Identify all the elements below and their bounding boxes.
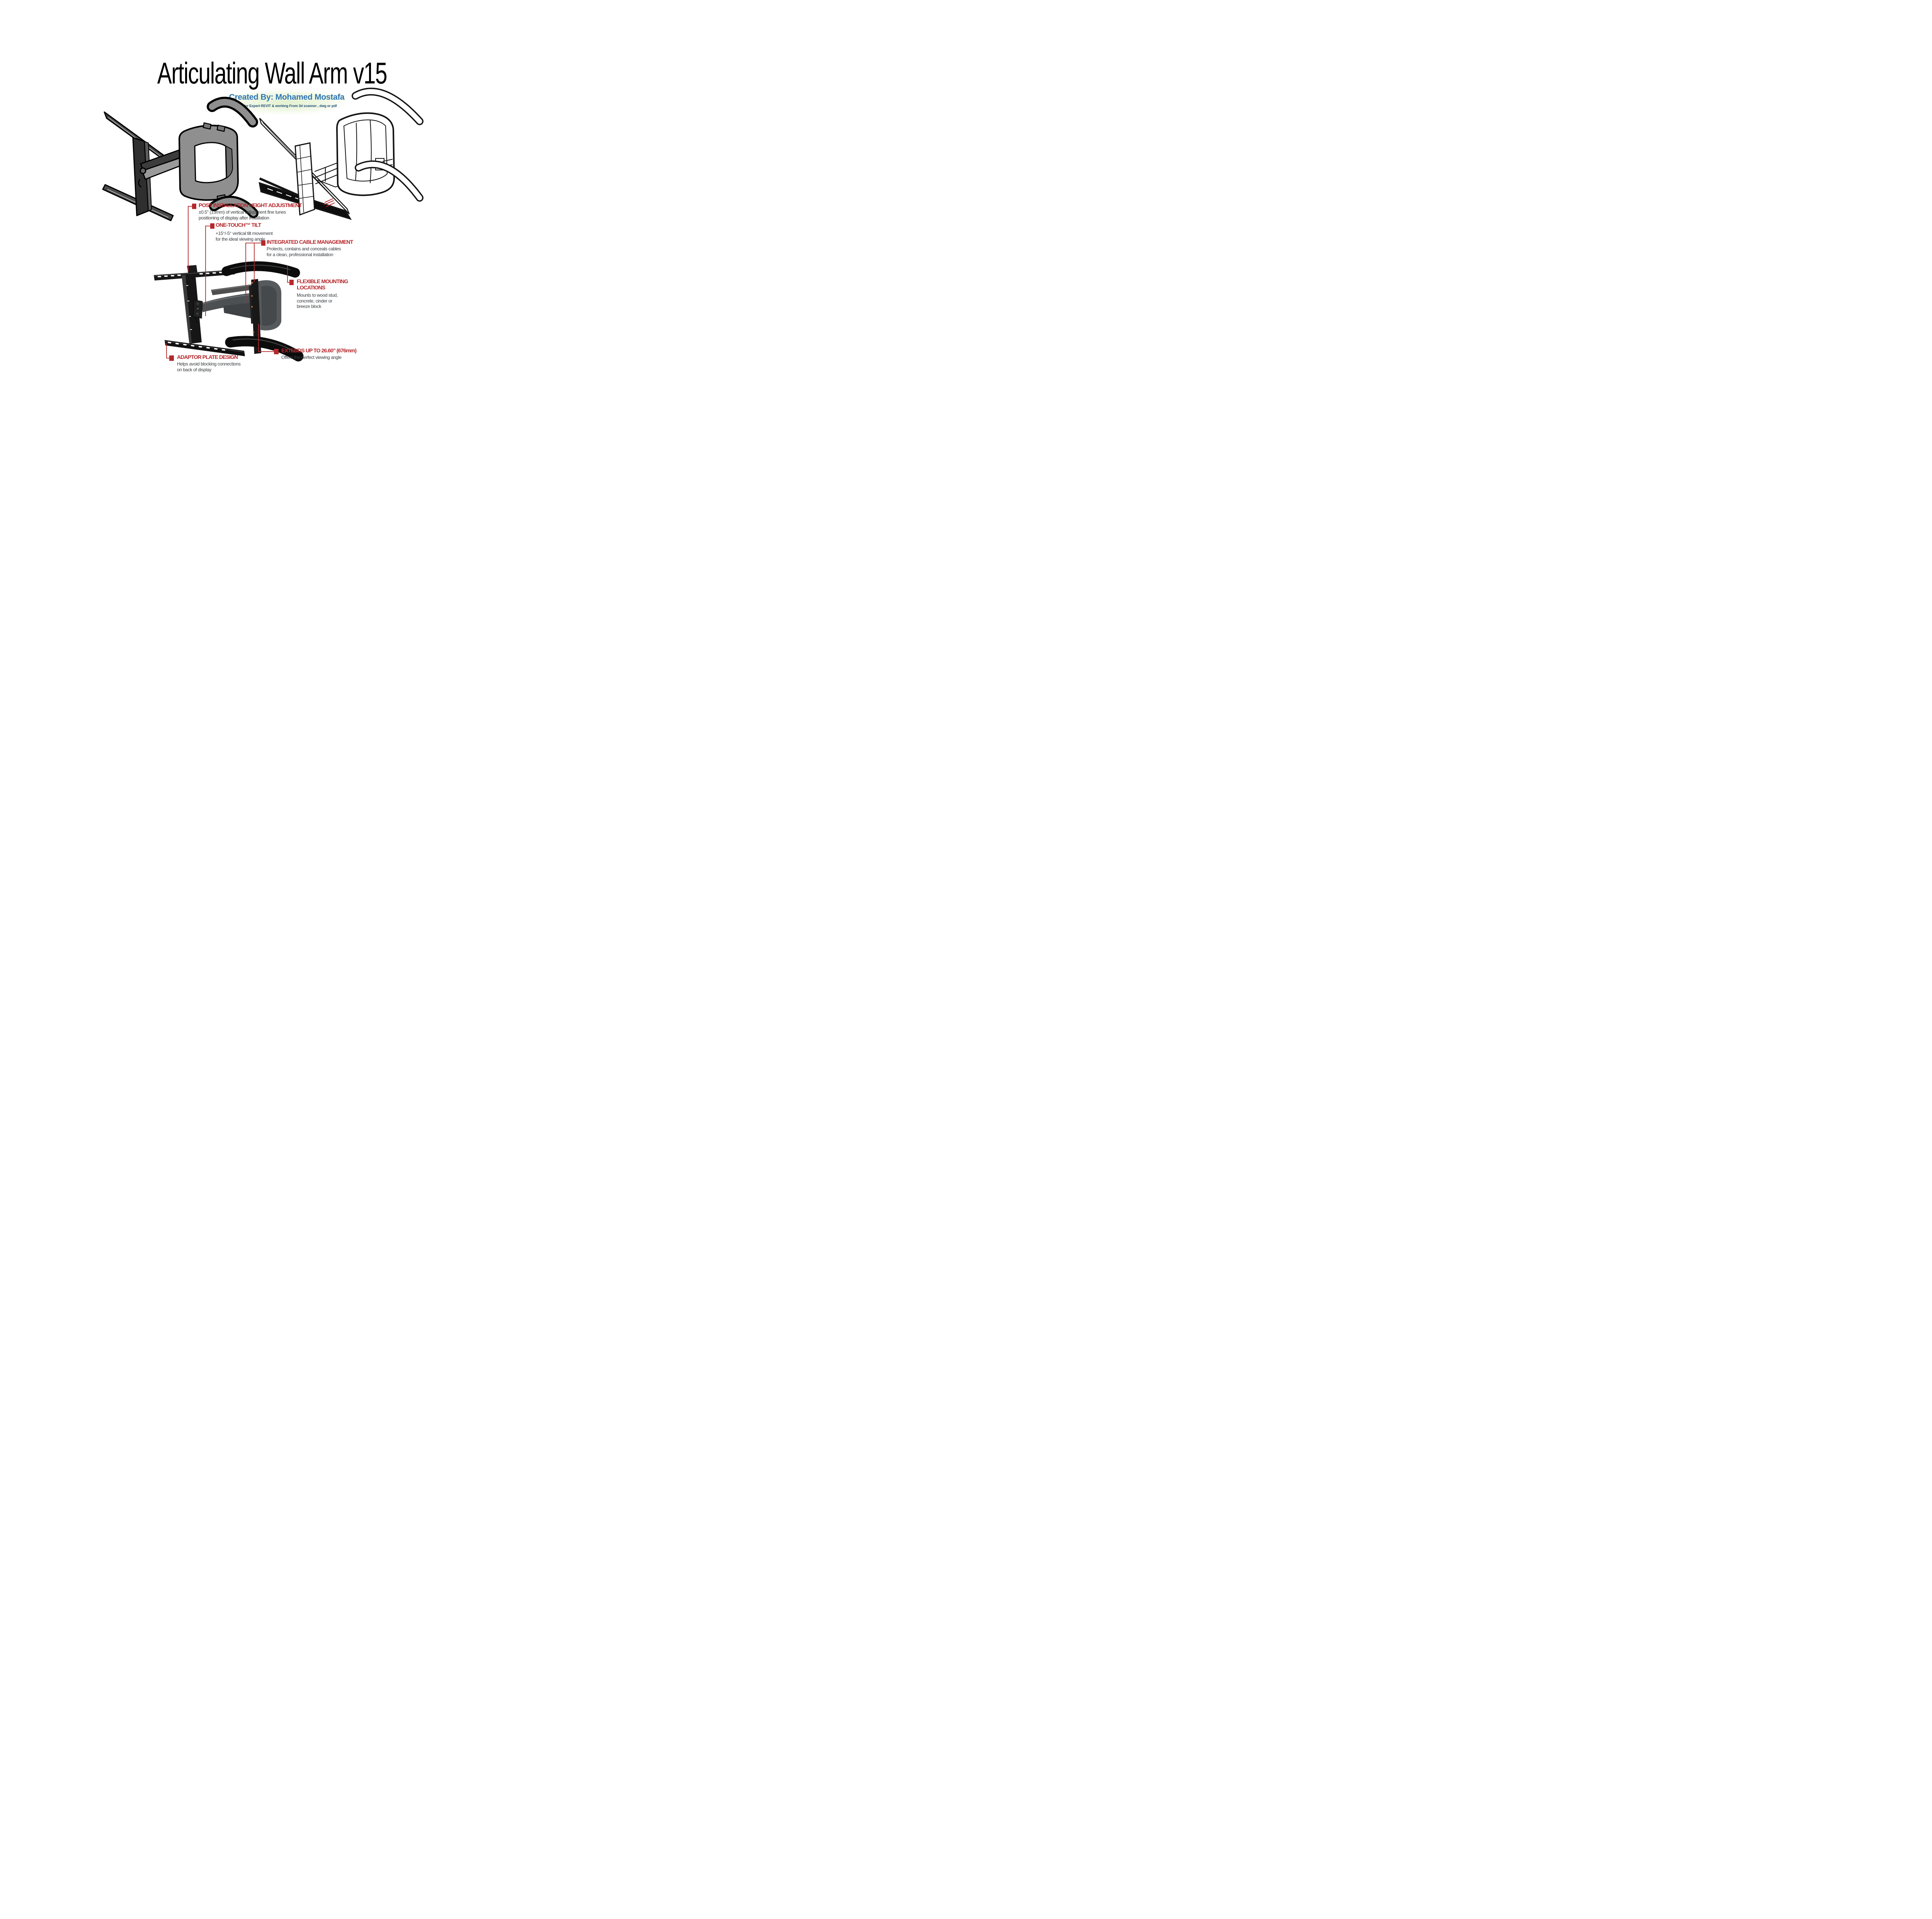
tv-bracket-shaded [179, 97, 259, 218]
callout-heading: ONE-TOUCH™ TILT [216, 222, 261, 228]
red-scribble-mark [323, 198, 335, 207]
render-wall-plate [154, 265, 245, 356]
callout-heading: POST INSTALLATION HEIGHT ADJUSTMENT [199, 202, 302, 208]
callout-heading: ADAPTOR PLATE DESIGN [177, 354, 238, 360]
callout-extends: EXTENDS UP TO 26.60" (676mm) Offers the … [281, 347, 357, 360]
callout-adaptor-plate: ADAPTOR PLATE DESIGN Helps avoid blockin… [177, 354, 241, 372]
arm-shaded [138, 148, 186, 188]
callout-body-line: +15°/-5° vertical tilt movement [216, 231, 273, 236]
callout-body-line: breeze block [297, 304, 321, 309]
callout-heading: FLEXIBLE MOUNTING LOCATIONS [297, 278, 348, 291]
callout-body-line: ±0.5" (13mm) of vertical adjustment fine… [199, 209, 286, 215]
figure-wireframe-isometric-arm [259, 88, 423, 220]
page: Articulating Wall Arm v15 Created By: Mo… [0, 0, 543, 384]
callout-body-line: for a clean, professional installation [267, 252, 333, 257]
callout-body-line: for the ideal viewing angle [216, 236, 265, 242]
byline-subtitle: 3d Modeler Expert REVIT & working From 3… [230, 104, 337, 108]
marker-one-touch-tilt [210, 223, 214, 229]
byline-created-by: Created By: Mohamed Mostafa [229, 93, 345, 102]
callout-body-line: concrete, cinder or [297, 298, 332, 304]
callout-one-touch-tilt: ONE-TOUCH™ TILT +15°/-5° vertical tilt m… [216, 222, 273, 242]
tv-bracket-wireframe [336, 88, 423, 202]
callout-body-line: Helps avoid blocking connections [177, 361, 241, 367]
callout-heading: EXTENDS UP TO 26.60" (676mm) [281, 347, 357, 354]
callout-body-line: Offers the perfect viewing angle [281, 355, 342, 360]
callout-body-line: on back of display [177, 367, 211, 372]
page-title: Articulating Wall Arm v15 [157, 56, 388, 90]
callout-integrated-cable: INTEGRATED CABLE MANAGEMENT Protects, co… [267, 239, 353, 257]
callout-flexible-mounting: FLEXIBLE MOUNTING LOCATIONS Mounts to wo… [297, 278, 348, 309]
wall-plate-wireframe [259, 118, 352, 220]
callout-heading: INTEGRATED CABLE MANAGEMENT [267, 239, 353, 245]
figure-product-render-arm [154, 261, 304, 362]
figure-shaded-isometric-arm [102, 97, 259, 221]
callout-body-line: Mounts to wood stud, [297, 292, 338, 298]
render-tilt-plate [193, 299, 203, 323]
callout-body-line: positioning of display after installatio… [199, 215, 269, 221]
callout-body-line: Protects, contains and conceals cables [267, 246, 341, 252]
callout-post-installation: POST INSTALLATION HEIGHT ADJUSTMENT ±0.5… [199, 202, 302, 221]
